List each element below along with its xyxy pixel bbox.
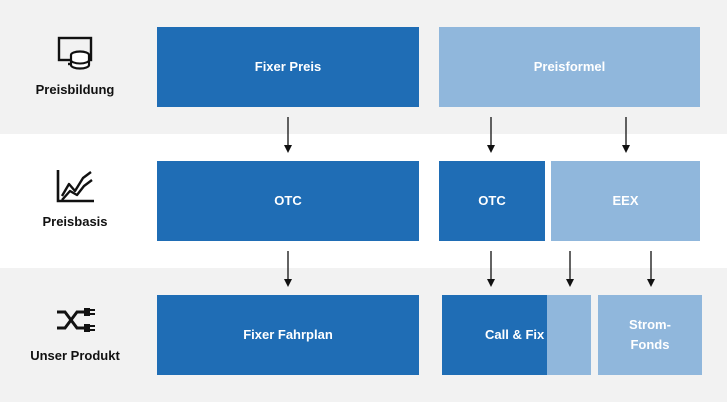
row-label-produkt: Unser Produkt [0, 300, 150, 363]
box-label: Preisformel [533, 59, 606, 74]
chart-line-icon [53, 166, 97, 206]
box-otc-left: OTC [157, 161, 419, 241]
box-label: Strom- Fonds [629, 317, 671, 352]
database-icon [53, 34, 97, 74]
box-otc-right: OTC [439, 161, 545, 241]
row-label-preisbasis: Preisbasis [0, 166, 150, 229]
box-label: EEX [612, 193, 639, 208]
box-preisformel: Preisformel [439, 27, 700, 107]
box-eex: EEX [551, 161, 700, 241]
row-label-text: Preisbildung [35, 82, 115, 97]
box-strom-fonds: Strom- Fonds [598, 295, 702, 375]
box-call-fix-light [547, 295, 591, 375]
box-label: Fixer Fahrplan [243, 327, 333, 342]
row-label-text: Unser Produkt [30, 348, 120, 363]
box-fixer-fahrplan: Fixer Fahrplan [157, 295, 419, 375]
box-label: Fixer Preis [254, 59, 322, 74]
shuffle-plug-icon [53, 300, 97, 340]
box-label: Call & Fix [485, 327, 545, 342]
row-label-preisbildung: Preisbildung [0, 34, 150, 97]
row-label-text: Preisbasis [42, 214, 108, 229]
box-label: OTC [478, 193, 506, 208]
box-call-fix: Call & Fix [442, 295, 547, 375]
box-fixer-preis: Fixer Preis [157, 27, 419, 107]
box-label: OTC [274, 193, 302, 208]
